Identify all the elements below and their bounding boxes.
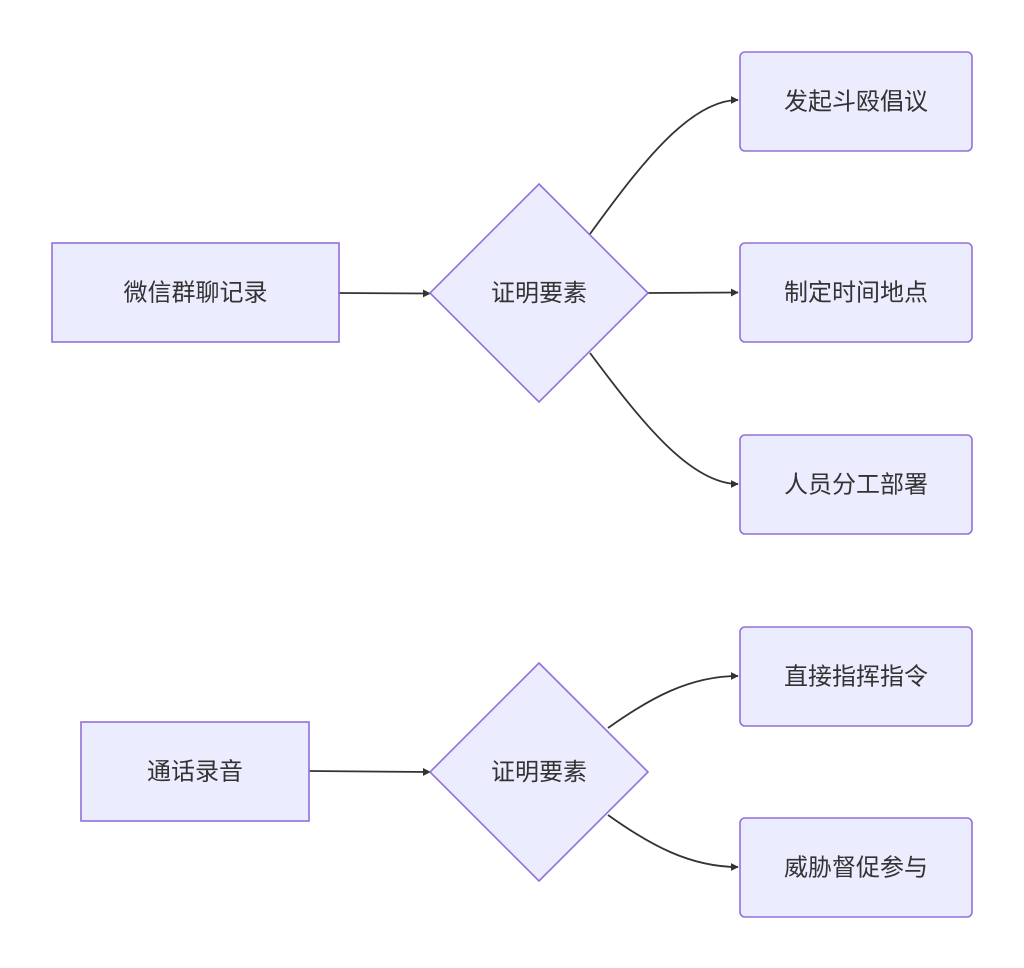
node-role-assignment: 人员分工部署 — [739, 434, 973, 535]
edge-hub-to-target-b2 — [607, 814, 739, 871]
edge-hub-to-target-a2 — [647, 288, 739, 297]
edge-hub-to-target-a3 — [589, 352, 739, 488]
edge-source-to-hub-a — [338, 289, 431, 298]
node-threat-urging-label: 威胁督促参与 — [784, 854, 928, 882]
node-initiate-fight-label: 发起斗殴倡议 — [784, 88, 928, 116]
edge-hub-to-target-b1 — [607, 672, 739, 729]
node-time-place: 制定时间地点 — [739, 242, 973, 343]
diagram-b: 通话录音 证明要素 直接指挥指令 威胁督促参与 — [80, 626, 973, 918]
node-direct-command: 直接指挥指令 — [739, 626, 973, 727]
node-wechat-records: 微信群聊记录 — [51, 242, 340, 343]
node-call-recordings-label: 通话录音 — [147, 758, 243, 786]
edge-source-to-hub-b — [308, 767, 431, 776]
decision-proof-elements-b-label: 证明要素 — [491, 758, 587, 786]
decision-proof-elements-a-label: 证明要素 — [491, 279, 587, 307]
decision-proof-elements-b: 证明要素 — [428, 661, 650, 883]
decision-proof-elements-a: 证明要素 — [428, 182, 650, 404]
node-direct-command-label: 直接指挥指令 — [784, 663, 928, 691]
edge-hub-to-target-a1 — [589, 96, 739, 235]
node-wechat-records-label: 微信群聊记录 — [124, 279, 268, 307]
diagram-a: 微信群聊记录 证明要素 发起斗殴倡议 制定时间地点 人员分工部署 — [51, 51, 973, 535]
node-initiate-fight: 发起斗殴倡议 — [739, 51, 973, 152]
node-call-recordings: 通话录音 — [80, 721, 310, 822]
node-role-assignment-label: 人员分工部署 — [784, 471, 928, 499]
node-threat-urging: 威胁督促参与 — [739, 817, 973, 918]
node-time-place-label: 制定时间地点 — [784, 279, 928, 307]
